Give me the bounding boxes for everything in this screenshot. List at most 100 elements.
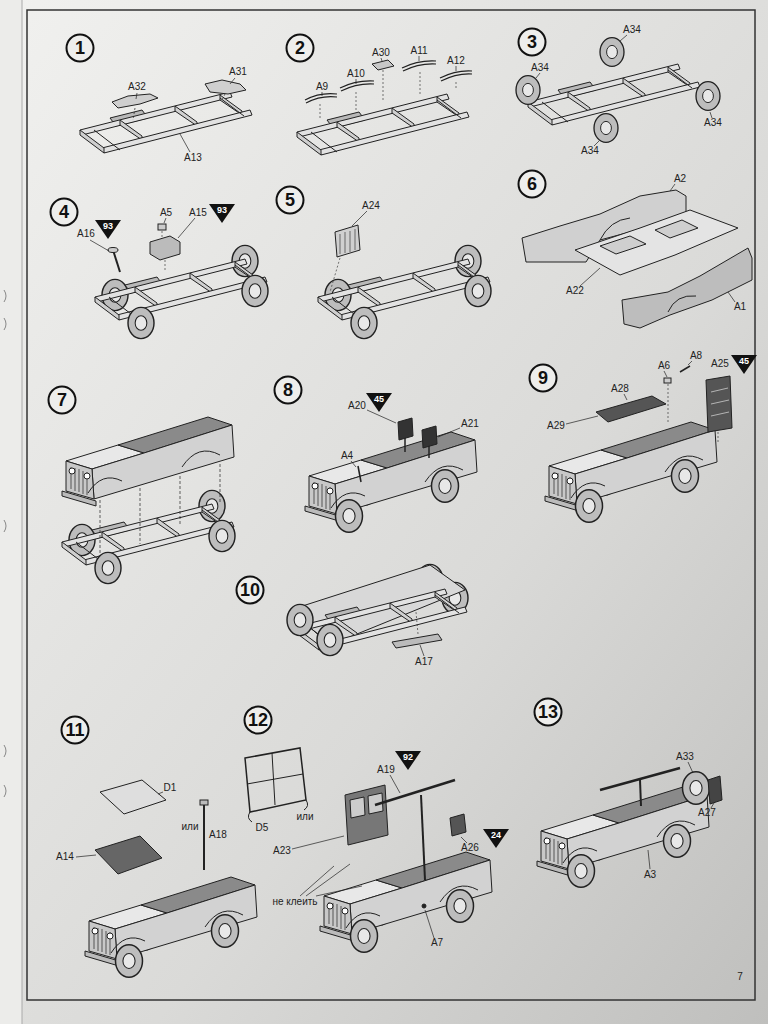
part-outline bbox=[668, 384, 718, 442]
part-shape bbox=[245, 748, 306, 812]
step-circle-outline bbox=[49, 387, 76, 414]
part-outline bbox=[402, 61, 436, 71]
part-number: A32 bbox=[128, 82, 146, 92]
paint-triangle-shape bbox=[366, 393, 392, 412]
part-shape bbox=[708, 776, 722, 804]
step-11-illustration bbox=[76, 780, 257, 977]
part-number: A24 bbox=[362, 201, 380, 211]
part-number: A21 bbox=[461, 419, 479, 429]
part-shape bbox=[398, 418, 413, 440]
step-number-text: 11 bbox=[65, 721, 84, 739]
part-number: A26 bbox=[461, 843, 479, 853]
part-drawing bbox=[305, 432, 477, 532]
part-number: A16 bbox=[77, 229, 95, 239]
part-shape bbox=[205, 80, 246, 94]
step-7-illustration bbox=[62, 417, 235, 584]
leader-line bbox=[680, 366, 690, 372]
leader-line bbox=[381, 58, 382, 61]
leader-line bbox=[76, 855, 96, 857]
part-drawing bbox=[317, 624, 343, 655]
leader-line bbox=[425, 910, 434, 938]
part-shape bbox=[422, 426, 437, 448]
leader-line bbox=[664, 371, 667, 377]
part-drawing bbox=[318, 245, 491, 338]
step-number: 4 bbox=[49, 197, 79, 227]
step-circle-outline bbox=[519, 171, 546, 198]
leader-line bbox=[728, 292, 735, 302]
step-number-text: 3 bbox=[527, 33, 537, 51]
paint-code-text: 45 bbox=[739, 357, 749, 366]
part-drawing bbox=[287, 604, 313, 635]
part-number: A17 bbox=[415, 657, 433, 667]
leader-line bbox=[164, 218, 166, 223]
step-number-text: 1 bbox=[75, 39, 85, 57]
part-shape bbox=[112, 94, 158, 108]
part-number: A27 bbox=[698, 808, 716, 818]
leader-line bbox=[420, 645, 424, 656]
paint-code: 45 bbox=[366, 393, 392, 412]
part-number: A29 bbox=[547, 421, 565, 431]
part-shape bbox=[600, 236, 646, 254]
paint-triangle-shape bbox=[209, 204, 235, 223]
part-drawing bbox=[80, 92, 252, 153]
alternative-note: или bbox=[296, 812, 313, 822]
part-drawing bbox=[683, 772, 710, 804]
part-shape bbox=[158, 224, 166, 230]
part-outline bbox=[305, 94, 337, 103]
leader-line bbox=[421, 795, 425, 880]
leader-line bbox=[416, 612, 418, 634]
part-number: A34 bbox=[623, 25, 641, 35]
step-number: 1 bbox=[65, 33, 95, 63]
part-drawing bbox=[95, 245, 268, 338]
step-number-text: 5 bbox=[285, 191, 295, 209]
part-number: A28 bbox=[611, 384, 629, 394]
part-drawing bbox=[696, 82, 720, 111]
step-number: 9 bbox=[528, 363, 558, 393]
leader-line bbox=[351, 461, 356, 467]
part-shape bbox=[664, 378, 671, 383]
part-shape bbox=[100, 780, 166, 814]
leader-line bbox=[390, 775, 400, 793]
leader-line bbox=[375, 780, 455, 805]
leader-line bbox=[580, 268, 600, 286]
part-number: A34 bbox=[531, 63, 549, 73]
step-circle-outline bbox=[51, 199, 78, 226]
part-number: A22 bbox=[566, 286, 584, 296]
part-shape bbox=[335, 225, 360, 257]
part-shape bbox=[392, 634, 442, 648]
step-6-illustration bbox=[522, 184, 752, 328]
leader-line bbox=[136, 93, 137, 99]
part-number: A5 bbox=[160, 208, 172, 218]
part-shape bbox=[706, 376, 732, 432]
part-number: A31 bbox=[229, 67, 247, 77]
fold-line bbox=[22, 0, 23, 1024]
part-shape bbox=[450, 814, 466, 836]
paint-code: 93 bbox=[209, 204, 235, 223]
step-number-text: 13 bbox=[538, 703, 558, 721]
part-drawing bbox=[528, 64, 700, 125]
part-outline bbox=[340, 81, 374, 91]
part-shape bbox=[350, 797, 365, 818]
step-circle-outline bbox=[519, 29, 546, 56]
part-drawing bbox=[600, 38, 624, 67]
step-number-text: 8 bbox=[283, 381, 293, 399]
step-number-text: 7 bbox=[57, 391, 67, 409]
paint-code-text: 92 bbox=[403, 753, 413, 762]
step-number: 13 bbox=[533, 697, 563, 727]
leader-line bbox=[620, 35, 627, 41]
part-shape bbox=[596, 396, 666, 422]
leader-line bbox=[330, 258, 340, 292]
step-number-text: 4 bbox=[59, 203, 69, 221]
step-number: 6 bbox=[517, 169, 547, 199]
part-number: A14 bbox=[56, 852, 74, 862]
leader-line bbox=[230, 78, 235, 84]
leader-line bbox=[292, 836, 344, 849]
part-outline bbox=[668, 296, 696, 312]
part-number: A4 bbox=[341, 451, 353, 461]
paint-code-text: 24 bbox=[491, 831, 501, 840]
leader-line bbox=[90, 240, 109, 251]
paint-code-text: 45 bbox=[374, 395, 384, 404]
step-circle-outline bbox=[534, 698, 561, 725]
